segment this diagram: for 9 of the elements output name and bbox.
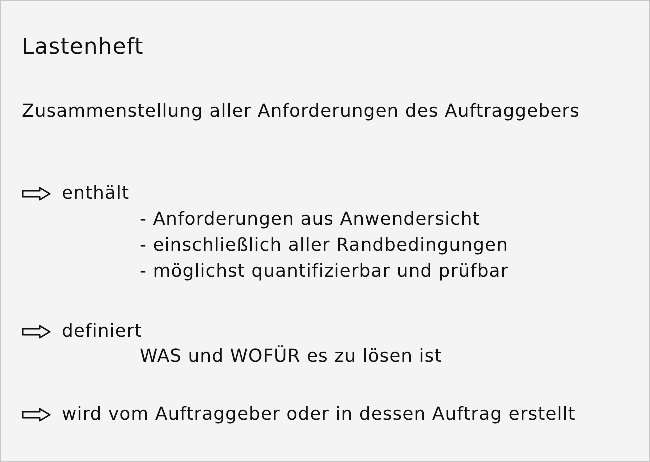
point-heading: enthält xyxy=(62,182,130,206)
note-text: WAS und WOFÜR es zu lösen ist xyxy=(140,345,442,369)
page-title: Lastenheft xyxy=(22,36,144,60)
point-heading: definiert xyxy=(62,320,142,344)
list-item: - Anforderungen aus Anwendersicht xyxy=(140,208,480,232)
definition-text: Zusammenstellung aller Anforderungen des Auftraggebers xyxy=(22,100,581,124)
list-item: - möglichst quantifizierbar und prüfbar xyxy=(140,260,509,284)
list-item: - einschließlich aller Randbedingungen xyxy=(140,234,509,258)
point-text: wird vom Auftraggeber oder in dessen Auftrag erstellt xyxy=(62,403,577,427)
